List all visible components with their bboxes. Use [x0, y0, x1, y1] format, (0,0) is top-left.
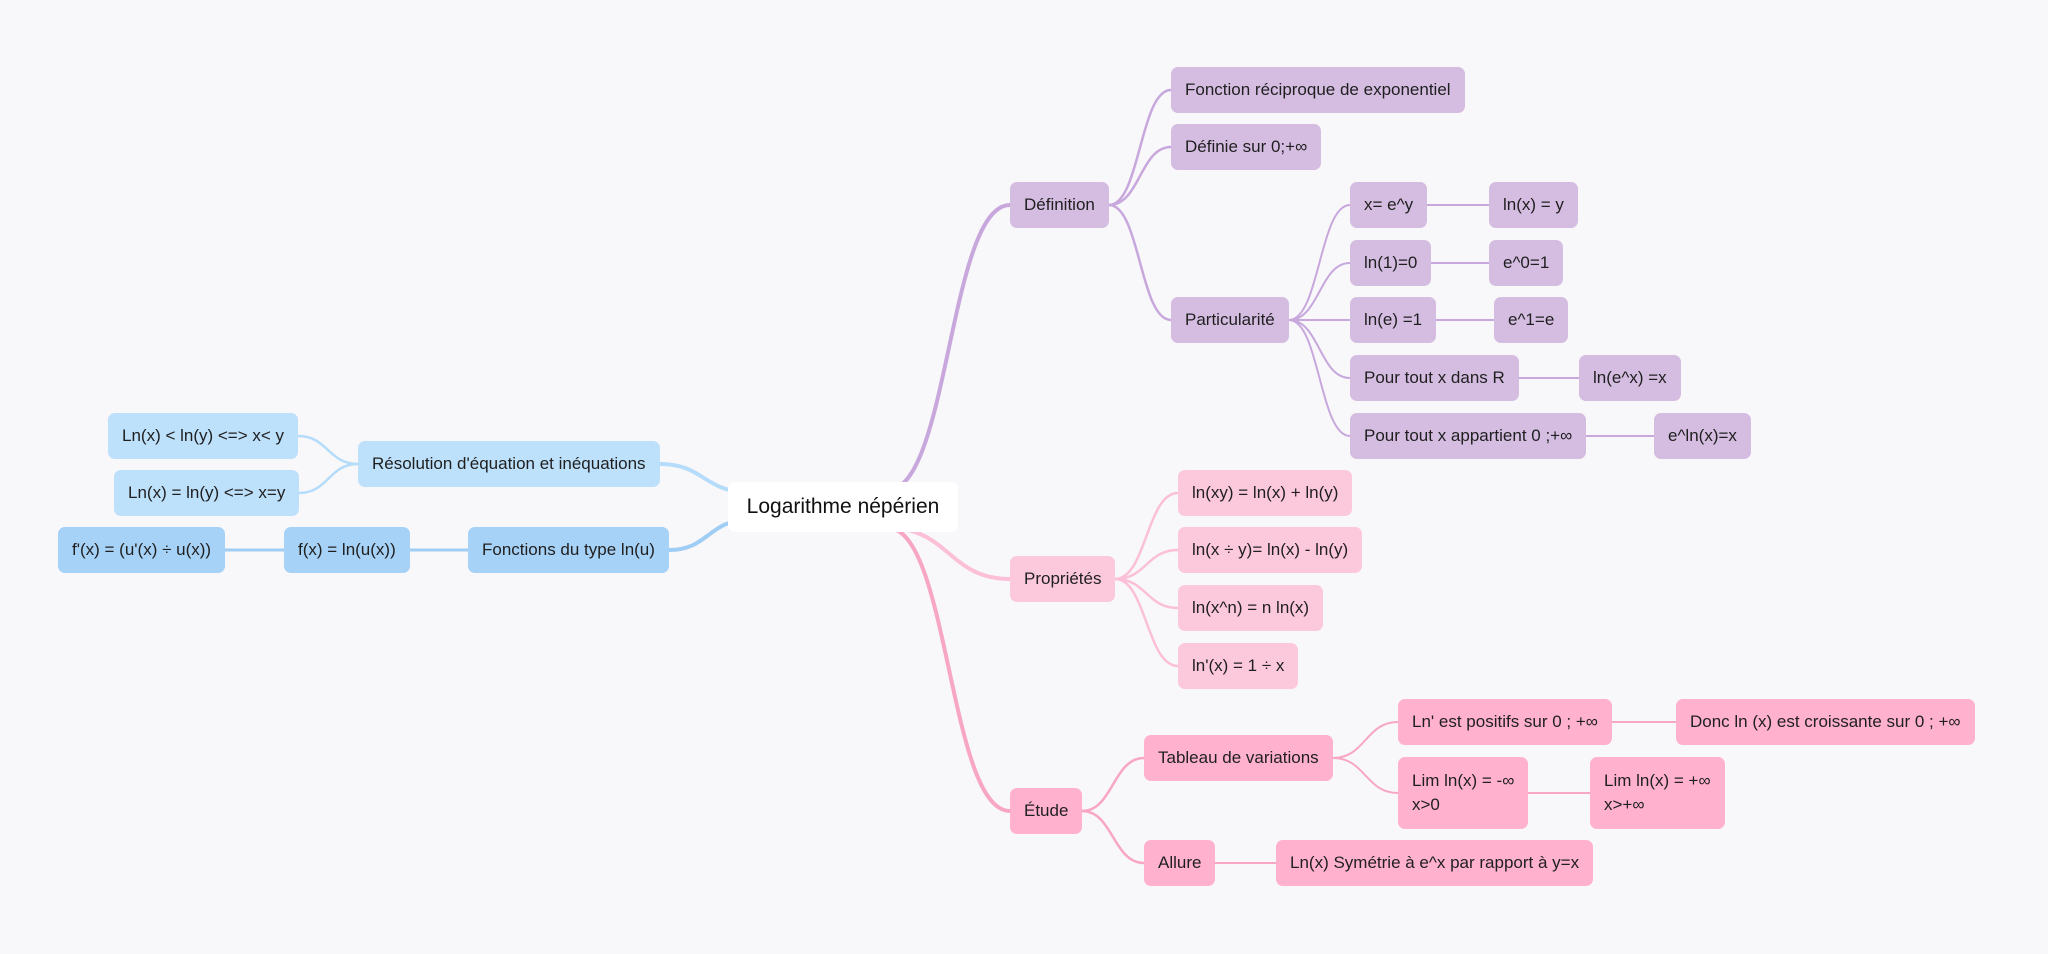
- particularite-result[interactable]: ln(x) = y: [1489, 182, 1578, 228]
- link-tableau-item: [1332, 721, 1399, 759]
- link-propriete-item: [1113, 491, 1180, 581]
- link-particularite-item: [1288, 319, 1351, 437]
- definition-node[interactable]: Définition: [1010, 182, 1109, 228]
- propriete-item[interactable]: ln(xy) = ln(x) + ln(y): [1178, 470, 1353, 516]
- link-definition-item: [1107, 145, 1173, 207]
- tableau-node[interactable]: Tableau de variations: [1144, 735, 1333, 781]
- link-particularite-item: [1288, 204, 1351, 321]
- particularite-item[interactable]: Pour tout x appartient 0 ;+∞: [1350, 413, 1587, 459]
- particularite-item[interactable]: ln(1)=0: [1350, 240, 1432, 286]
- fonctions-grandchild[interactable]: f'(x) = (u'(x) ÷ u(x)): [58, 527, 226, 573]
- propriete-item[interactable]: ln'(x) = 1 ÷ x: [1178, 643, 1299, 689]
- tableau-item[interactable]: Ln' est positifs sur 0 ; +∞: [1398, 699, 1612, 745]
- link-particularite-item: [1288, 319, 1351, 379]
- fonctions-node[interactable]: Fonctions du type ln(u): [468, 527, 669, 573]
- definition-item[interactable]: Définie sur 0;+∞: [1171, 124, 1322, 170]
- particularite-result[interactable]: ln(e^x) =x: [1579, 355, 1681, 401]
- resolution-item[interactable]: Ln(x) < ln(y) <=> x< y: [108, 413, 299, 459]
- link-definition-particularite: [1107, 203, 1173, 322]
- particularite-result[interactable]: e^0=1: [1489, 240, 1564, 286]
- link-root-etude: [886, 526, 1012, 813]
- link-resolution-item: [297, 462, 360, 495]
- root-node[interactable]: Logarithme népérien: [728, 482, 958, 532]
- particularite-result[interactable]: e^1=e: [1494, 297, 1569, 343]
- link-propriete-item: [1113, 577, 1180, 610]
- link-definition-item: [1107, 88, 1173, 207]
- link-root-definition: [886, 203, 1012, 492]
- link-resolution-item: [296, 434, 360, 466]
- propriete-item[interactable]: ln(x^n) = n ln(x): [1178, 585, 1324, 631]
- link-propriete-item: [1113, 548, 1180, 581]
- particularite-node[interactable]: Particularité: [1171, 297, 1289, 343]
- propriete-item[interactable]: ln(x ÷ y)= ln(x) - ln(y): [1178, 527, 1363, 573]
- etude-node[interactable]: Étude: [1010, 788, 1083, 834]
- link-particularite-item: [1288, 262, 1351, 321]
- particularite-item[interactable]: ln(e) =1: [1350, 297, 1437, 343]
- particularite-item[interactable]: x= e^y: [1350, 182, 1428, 228]
- allure-item[interactable]: Ln(x) Symétrie à e^x par rapport à y=x: [1276, 840, 1594, 886]
- link-etude-tableau: [1080, 756, 1146, 813]
- tableau-item[interactable]: Lim ln(x) = -∞ x>0: [1398, 757, 1529, 829]
- link-etude-allure: [1080, 809, 1146, 865]
- resolution-node[interactable]: Résolution d'équation et inéquations: [358, 441, 660, 487]
- link-tableau-item: [1332, 757, 1399, 794]
- proprietes-node[interactable]: Propriétés: [1010, 556, 1116, 602]
- definition-item[interactable]: Fonction réciproque de exponentiel: [1171, 67, 1465, 113]
- link-propriete-item: [1113, 577, 1180, 668]
- particularite-item[interactable]: Pour tout x dans R: [1350, 355, 1519, 401]
- tableau-result[interactable]: Donc ln (x) est croissante sur 0 ; +∞: [1676, 699, 1975, 745]
- allure-node[interactable]: Allure: [1144, 840, 1216, 886]
- tableau-result[interactable]: Lim ln(x) = +∞ x>+∞: [1590, 757, 1725, 829]
- fonctions-child[interactable]: f(x) = ln(u(x)): [284, 527, 410, 573]
- resolution-item[interactable]: Ln(x) = ln(y) <=> x=y: [114, 470, 300, 516]
- particularite-result[interactable]: e^ln(x)=x: [1654, 413, 1751, 459]
